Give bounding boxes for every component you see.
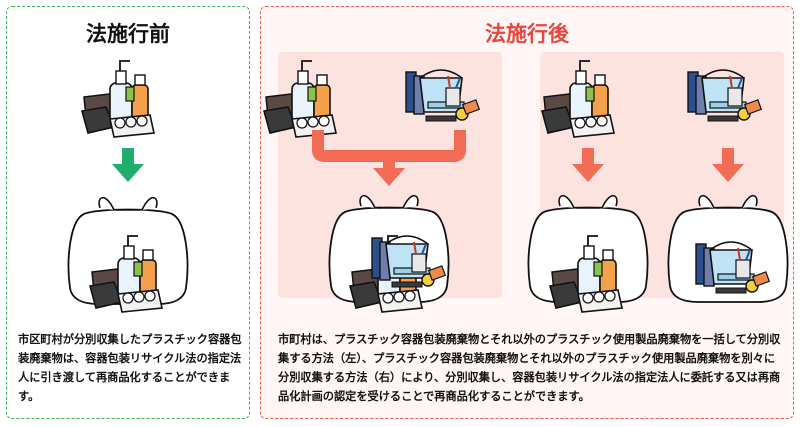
garbage-bag-icon [667, 194, 789, 303]
merge-arrow-icon [312, 130, 466, 170]
before-law-title: 法施行前 [86, 22, 170, 46]
plastic-products-icon [687, 69, 763, 122]
garbage-bag-icon [527, 194, 649, 313]
before-law-description: 市区町村が分別収集したプラスチック容器包装廃棄物は、容器包装リサイクル法の指定法… [18, 333, 242, 403]
after-law-description: 市町村は、プラスチック容器包装廃棄物とそれ以外のプラスチック使用製品廃棄物を一括… [278, 333, 781, 403]
plastic-products-icon [405, 69, 481, 122]
garbage-bag-icon [67, 196, 189, 313]
after-law-title: 法施行後 [485, 22, 569, 46]
plastic-containers-icon [541, 60, 615, 138]
before-law-panel [6, 6, 250, 419]
plastic-containers-icon [81, 60, 155, 138]
down-arrow-icon [112, 148, 144, 182]
garbage-bag-icon [328, 194, 450, 313]
plastic-containers-icon [263, 60, 337, 138]
down-arrow-icon [572, 148, 744, 182]
